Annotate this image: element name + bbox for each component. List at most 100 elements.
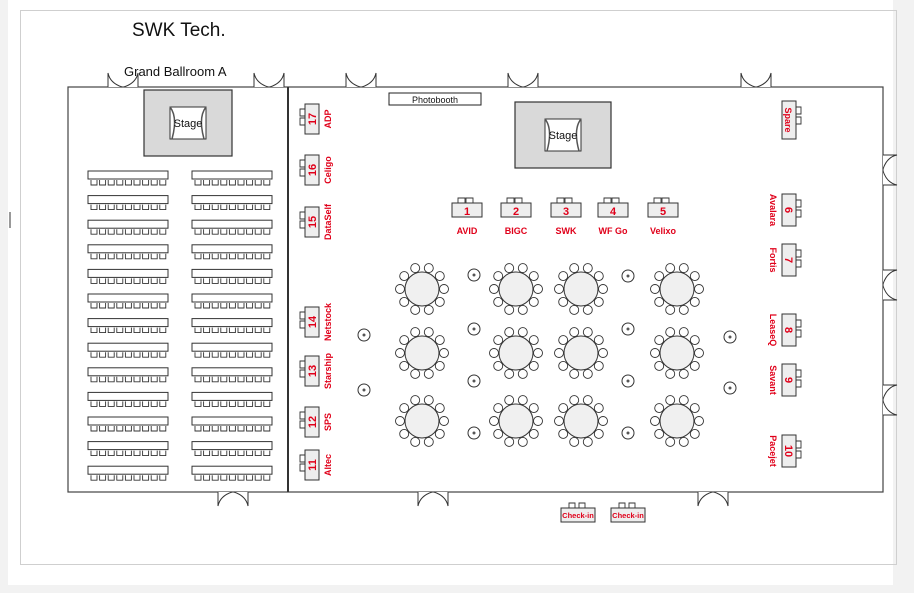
cocktail-base	[472, 431, 476, 435]
chair	[654, 271, 665, 282]
chair	[395, 348, 405, 358]
chair	[228, 401, 236, 407]
booth-sponsor: SWK	[556, 226, 577, 236]
booth-sponsor: AVID	[457, 226, 478, 236]
chair	[489, 284, 499, 294]
chair	[133, 352, 141, 358]
chair	[263, 253, 271, 260]
chair	[254, 180, 262, 186]
chair	[211, 426, 219, 432]
chair	[90, 327, 98, 334]
chair	[689, 428, 700, 439]
classroom-table-row	[191, 244, 273, 260]
booth-table	[500, 202, 532, 218]
chair	[689, 296, 700, 307]
chair	[228, 204, 236, 211]
chair	[439, 416, 449, 426]
chair	[203, 229, 211, 235]
booth-table	[304, 449, 320, 481]
cocktail-table	[357, 328, 371, 342]
chair	[142, 229, 150, 235]
chair	[582, 368, 593, 379]
chair	[237, 352, 245, 358]
chair	[263, 352, 271, 358]
classroom-table	[191, 367, 273, 377]
chair	[194, 426, 202, 432]
chair	[254, 303, 262, 309]
chair	[116, 180, 124, 186]
chair	[246, 303, 254, 309]
chair	[439, 284, 449, 294]
chair	[423, 368, 434, 379]
chair	[211, 303, 219, 309]
chair	[395, 416, 405, 426]
classroom-table	[191, 465, 273, 475]
cocktail-table	[723, 381, 737, 395]
chair	[211, 278, 219, 284]
classroom-table-row	[191, 170, 273, 186]
round-table	[554, 395, 608, 447]
chair	[246, 401, 254, 407]
classroom-table	[191, 391, 273, 401]
door-leaf	[417, 491, 433, 507]
chair	[142, 376, 150, 383]
classroom-table	[191, 441, 273, 451]
door-leaf	[107, 72, 123, 88]
classroom-table-row	[191, 465, 273, 481]
chair	[399, 428, 410, 439]
booth-sponsor: Altec	[323, 454, 333, 476]
door	[882, 154, 898, 186]
chair	[228, 303, 236, 309]
chair	[228, 327, 236, 334]
chair	[203, 253, 211, 260]
door-leaf	[882, 170, 898, 186]
chair	[665, 368, 676, 379]
chair	[203, 180, 211, 186]
chair	[399, 360, 410, 371]
booth-number: 12	[307, 416, 319, 428]
cocktail-base	[362, 333, 366, 337]
chair	[395, 284, 405, 294]
chair	[423, 304, 434, 315]
booth-number: 2	[513, 206, 519, 218]
classroom-table-row	[191, 367, 273, 383]
chair	[582, 436, 593, 447]
checkin-label: Check-in	[562, 511, 594, 520]
booth-table	[304, 306, 320, 338]
chair	[237, 426, 245, 432]
round-table	[395, 263, 449, 315]
classroom-table-row	[87, 244, 169, 260]
chair	[678, 368, 689, 379]
chair	[203, 450, 211, 457]
chair	[517, 395, 528, 406]
door-leaf	[345, 72, 361, 88]
door-leaf	[361, 72, 377, 88]
chair	[237, 450, 245, 457]
chair	[107, 475, 115, 481]
chair	[203, 401, 211, 407]
classroom-table-row	[87, 441, 169, 457]
door-leaf	[217, 491, 233, 507]
chair	[194, 204, 202, 211]
chair	[569, 395, 580, 406]
chair	[116, 327, 124, 334]
chair	[203, 352, 211, 358]
round-tabletop	[404, 271, 440, 307]
round-table	[650, 327, 704, 379]
chair	[694, 284, 704, 294]
chair	[399, 335, 410, 346]
round-table	[489, 327, 543, 379]
chair	[263, 303, 271, 309]
chair	[263, 401, 271, 407]
booth-chair	[556, 197, 573, 203]
chair	[159, 253, 167, 260]
chair	[133, 253, 141, 260]
door-leaf	[756, 72, 772, 88]
cocktail-table	[621, 426, 635, 440]
